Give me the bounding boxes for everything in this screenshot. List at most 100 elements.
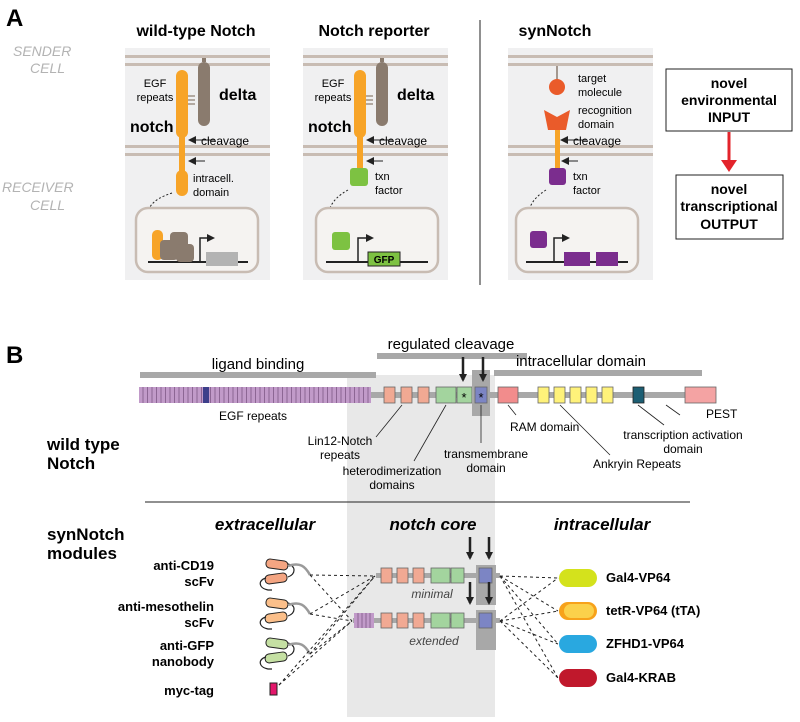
zfhd1-vp64-label: ZFHD1-VP64: [606, 636, 685, 651]
col3-receiver-membrane-bottom: [508, 153, 653, 156]
notch-extracellular: [176, 70, 188, 138]
regulated-cleavage-label: regulated cleavage: [388, 336, 515, 353]
panel-a-letter: A: [6, 5, 23, 32]
pest-domain: [684, 386, 717, 404]
anti-cd19-label-1: anti-CD19: [153, 558, 214, 573]
col1-icd-label-1: intracell.: [193, 173, 234, 185]
col1-promoter-arrow: [199, 234, 215, 262]
synnotch-heading-2: modules: [47, 544, 117, 563]
col2-txn-factor: [350, 168, 368, 186]
gfp-label: GFP: [374, 255, 395, 266]
ligand-binding-label: ligand binding: [212, 356, 305, 373]
col3-notch-core: [555, 130, 560, 170]
tm-domain: [474, 386, 488, 404]
col2-title: Notch reporter: [318, 23, 429, 40]
anti-cd19-icon: [259, 558, 312, 591]
output-box-line-2: transcriptional: [680, 198, 777, 214]
col2-egf-label-1: EGF: [322, 78, 345, 90]
ankyrin-1: [537, 386, 550, 404]
col3-sender-membrane-bottom: [508, 63, 653, 66]
extracellular-connectors: [278, 574, 376, 686]
col2-notch-extracellular: [354, 70, 366, 138]
target-molecule: [549, 79, 565, 95]
intracellular-connectors: [499, 575, 559, 679]
col2-egf-label-2: repeats: [315, 92, 352, 104]
col3-output-gene-2: [596, 252, 618, 266]
wild-type-heading-2: Notch: [47, 454, 95, 473]
tad-label-2: domain: [663, 442, 702, 456]
panel-b-letter: B: [6, 342, 23, 369]
ankyrin-4: [585, 386, 598, 404]
ram-label: RAM domain: [510, 420, 579, 434]
gal4-krab-pill: [559, 669, 597, 687]
anti-gfp-label-1: anti-GFP: [160, 638, 214, 653]
sender-cell-label-2: CELL: [30, 60, 65, 76]
gal4-krab-label: Gal4-KRAB: [606, 670, 676, 685]
output-box-line-1: novel: [711, 181, 748, 197]
tm-label-1: transmembrane: [444, 447, 528, 461]
anti-mesothelin-label-1: anti-mesothelin: [118, 599, 214, 614]
col-wild-type: wild-type Notch EGF repeats delta notch …: [125, 23, 270, 280]
col2-delta-ligand: [376, 62, 388, 126]
s3-asterisk: *: [478, 390, 483, 405]
extracellular-heading: extracellular: [215, 515, 317, 534]
col1-sender-membrane-top: [125, 55, 270, 58]
anti-mesothelin-label-2: scFv: [184, 615, 214, 630]
tm-label-2: domain: [466, 461, 505, 475]
recognition-domain: [544, 110, 570, 130]
col3-recog-label-2: domain: [578, 119, 614, 131]
intracellular-domain-bar: [494, 370, 702, 376]
col2-promoter-arrow: [357, 234, 374, 262]
lin12-label-2: repeats: [320, 448, 360, 462]
delta-ligand: [198, 62, 210, 126]
lnr-2: [400, 386, 413, 404]
egf-repeats-label: EGF repeats: [219, 409, 287, 423]
intracellular-domain-label: intracellular domain: [516, 353, 646, 370]
output-box-line-3: OUTPUT: [700, 216, 758, 232]
col2-receiver-membrane-bottom: [303, 153, 448, 156]
lnr-3: [417, 386, 430, 404]
sender-cell-label-1: SENDER: [13, 43, 71, 59]
col1-egf-label-2: repeats: [137, 92, 174, 104]
col1-receiver-membrane-top: [125, 145, 270, 148]
regulated-cleavage-bar: [377, 353, 527, 359]
notch-core-heading: notch core: [390, 515, 477, 534]
notch-transmembrane: [179, 135, 185, 175]
col2-sender-membrane-top: [303, 55, 448, 58]
hd-domain-1: [435, 386, 457, 404]
input-box: [665, 68, 793, 132]
receiver-cell-label-1: RECEIVER: [2, 179, 74, 195]
col3-promoter-arrow: [553, 234, 570, 262]
zfhd1-vp64-pill: [559, 635, 597, 653]
synnotch-heading-1: synNotch: [47, 525, 124, 544]
output-box: [675, 174, 784, 240]
col3-sender-membrane-top: [508, 55, 653, 58]
lnr-1: [383, 386, 396, 404]
wild-type-heading-1: wild type: [46, 435, 120, 454]
anti-gfp-label-2: nanobody: [152, 654, 215, 669]
minimal-label: minimal: [411, 587, 453, 601]
col-notch-reporter: Notch reporter EGF repeats delta notch c…: [303, 23, 448, 280]
wild-type-notch-bar: * *: [139, 370, 717, 416]
receiver-cell-label-2: CELL: [30, 197, 65, 213]
minimal-core: [376, 565, 500, 605]
extended-core: [353, 610, 500, 650]
gal4-vp64-pill: [559, 569, 597, 587]
col3-txn-factor-nucleus: [530, 231, 547, 248]
col2-nucleus: [314, 206, 440, 274]
col3-target-label-1: target: [578, 73, 606, 85]
intracellular-heading: intracellular: [554, 515, 652, 534]
col1-egf-label-1: EGF: [144, 78, 167, 90]
hetero-label-1: heterodimerization: [343, 464, 442, 478]
col2-receiver-membrane-top: [303, 145, 448, 148]
col2-delta-label: delta: [397, 87, 434, 104]
col3-recog-label-1: recognition: [578, 105, 632, 117]
input-output-arrow-head: [721, 160, 737, 172]
myc-tag-label: myc-tag: [164, 683, 214, 698]
col1-title: wild-type Notch: [135, 23, 255, 40]
col1-target-gene: [206, 252, 238, 266]
intracellular-modules: [559, 569, 597, 687]
col1-notch-label: notch: [130, 119, 174, 136]
pest-label: PEST: [706, 407, 738, 421]
